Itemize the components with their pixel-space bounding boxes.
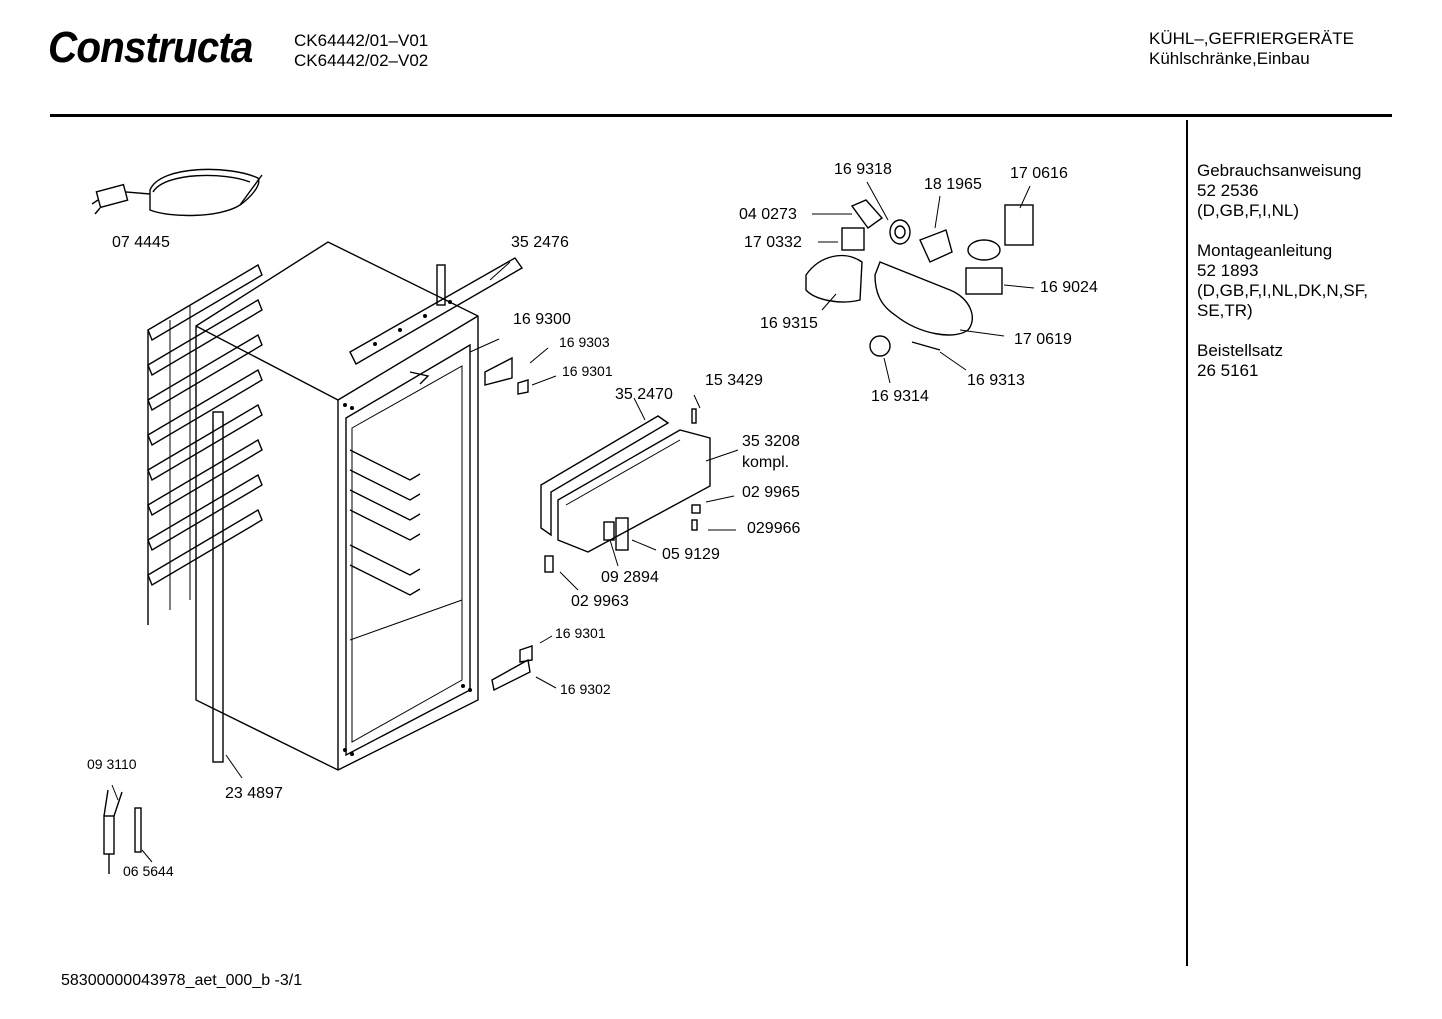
exploded-parts-drawing xyxy=(91,168,1035,874)
part-label-352476: 35 2476 xyxy=(511,234,569,251)
part-label-169301-upper: 16 9301 xyxy=(562,363,613,379)
upper-hinge-icon xyxy=(484,356,513,386)
part-label-169318: 16 9318 xyxy=(834,161,892,178)
part-label-169301-lower: 16 9301 xyxy=(555,625,606,641)
lamp-housing-icon xyxy=(805,199,1034,357)
doc-title-manual: Gebrauchsanweisung xyxy=(1197,161,1362,180)
category-line-1: KÜHL–,GEFRIERGERÄTE xyxy=(1149,29,1354,48)
part-label-029965: 02 9965 xyxy=(742,484,800,501)
part-label-353208-kompl: kompl. xyxy=(742,454,790,471)
part-label-352470: 35 2470 xyxy=(615,386,673,403)
part-label-169024: 16 9024 xyxy=(1040,279,1098,296)
part-label-074445: 07 4445 xyxy=(112,234,170,251)
leader-lines xyxy=(111,181,1035,863)
part-label-170616: 17 0616 xyxy=(1010,165,1068,182)
part-label-092894: 09 2894 xyxy=(601,569,659,586)
model-line-1: CK64442/01–V01 xyxy=(294,31,429,50)
part-label-353208: 35 3208 xyxy=(742,433,800,450)
category-line-2: Kühlschränke,Einbau xyxy=(1149,49,1310,68)
doc-title-kit: Beistellsatz xyxy=(1197,341,1283,360)
part-label-169300: 16 9300 xyxy=(513,311,571,328)
bracket-icon xyxy=(409,371,430,385)
footer-doc-id: 58300000043978_aet_000_b -3/1 xyxy=(61,972,303,989)
header-rule xyxy=(50,114,1392,117)
part-label-170619: 17 0619 xyxy=(1014,331,1072,348)
lower-hinge-pin-icon xyxy=(519,645,533,663)
part-label-029963: 02 9963 xyxy=(571,593,629,610)
model-line-2: CK64442/02–V02 xyxy=(294,51,429,70)
part-label-153429: 15 3429 xyxy=(705,372,763,389)
doc-langs-assembly-1: (D,GB,F,I,NL,DK,N,SF, xyxy=(1197,281,1368,300)
part-label-169303: 16 9303 xyxy=(559,334,610,350)
doc-number-manual: 52 2536 xyxy=(1197,181,1259,200)
sidebar-divider xyxy=(1186,120,1188,966)
power-cord-icon xyxy=(91,168,263,217)
thermostat-sensor-icon xyxy=(103,789,142,874)
freezer-door-icon xyxy=(540,408,711,573)
part-label-169302: 16 9302 xyxy=(560,681,611,697)
part-label-181965: 18 1965 xyxy=(924,176,982,193)
part-label-093110: 09 3110 xyxy=(87,756,137,772)
lower-hinge-icon xyxy=(491,658,531,692)
doc-number-assembly: 52 1893 xyxy=(1197,261,1259,280)
part-label-059129: 05 9129 xyxy=(662,546,720,563)
doc-title-assembly: Montageanleitung xyxy=(1197,241,1333,260)
hinge-pin-icon xyxy=(517,379,529,395)
doc-langs-manual: (D,GB,F,I,NL) xyxy=(1197,201,1300,220)
fridge-cabinet-icon xyxy=(195,241,479,771)
top-cover-strip-icon xyxy=(349,257,524,365)
doc-langs-assembly-2: SE,TR) xyxy=(1197,301,1253,320)
part-label-040273: 04 0273 xyxy=(739,206,797,223)
part-label-065644: 06 5644 xyxy=(123,863,174,879)
brand-logo: Constructa xyxy=(48,23,253,72)
condenser-coil-icon xyxy=(147,263,263,625)
doc-number-kit: 26 5161 xyxy=(1197,361,1259,380)
part-label-234897: 23 4897 xyxy=(225,785,283,802)
part-label-169315: 16 9315 xyxy=(760,315,818,332)
part-label-169313: 16 9313 xyxy=(967,372,1025,389)
part-label-170332: 17 0332 xyxy=(744,234,802,251)
part-label-169314: 16 9314 xyxy=(871,388,929,405)
part-label-029966: 029966 xyxy=(747,520,801,537)
